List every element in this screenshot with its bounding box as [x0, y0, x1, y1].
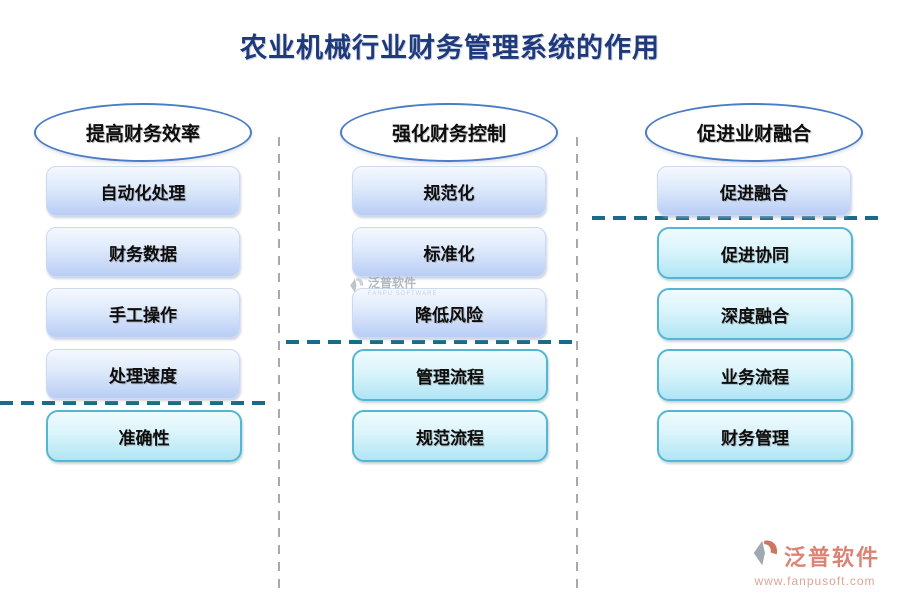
item-label: 降低风险	[415, 305, 483, 325]
column-header-ellipse: 提高财务效率	[34, 103, 252, 162]
column-separator-line-2	[576, 137, 578, 592]
item-label: 标准化	[423, 244, 475, 264]
footer-url-text: www.fanpusoft.com	[754, 574, 876, 588]
item-box: 自动化处理	[46, 166, 240, 216]
item-label: 业务流程	[721, 367, 789, 387]
item-label: 深度融合	[721, 306, 789, 326]
item-label: 准确性	[118, 428, 170, 448]
item-label: 规范化	[423, 183, 475, 203]
column-promote-business-finance-integration: 促进业财融合 促进融合 促进协同 深度融合 业务流程 财务管理	[645, 100, 865, 470]
item-label: 财务数据	[109, 244, 177, 264]
horizontal-dashed-divider-col3	[592, 216, 878, 220]
item-box: 降低风险	[352, 288, 546, 338]
column-header-label: 强化财务控制	[391, 124, 506, 145]
footer-brand-text: 泛普软件	[783, 544, 880, 570]
item-box: 深度融合	[657, 288, 853, 340]
column-header-label: 促进业财融合	[696, 124, 811, 145]
item-label: 处理速度	[109, 366, 177, 386]
item-box: 促进协同	[657, 227, 853, 279]
item-box: 标准化	[352, 227, 546, 277]
item-box: 规范化	[352, 166, 546, 216]
column-strengthen-financial-control: 强化财务控制 规范化 标准化 降低风险 管理流程 规范流程	[340, 100, 560, 470]
watermark-subtitle-text: FANPU SOFTWARE	[368, 291, 438, 297]
fanpu-logo-icon	[348, 277, 365, 299]
item-label: 手工操作	[109, 305, 177, 325]
item-box: 处理速度	[46, 349, 240, 399]
column-header-ellipse: 强化财务控制	[340, 103, 558, 162]
item-box: 业务流程	[657, 349, 853, 401]
watermark-brand-text: 泛普软件	[368, 276, 417, 290]
watermark-logo: 泛普软件 FANPU SOFTWARE	[348, 277, 437, 299]
column-separator-line-1	[278, 137, 280, 592]
item-box: 手工操作	[46, 288, 240, 338]
column-improve-financial-efficiency: 提高财务效率 自动化处理 财务数据 手工操作 处理速度 准确性	[34, 100, 254, 470]
item-box: 准确性	[46, 410, 242, 462]
column-header-ellipse: 促进业财融合	[645, 103, 863, 162]
item-label: 管理流程	[416, 367, 484, 387]
item-box: 财务数据	[46, 227, 240, 277]
diagram-title: 农业机械行业财务管理系统的作用	[240, 33, 660, 63]
item-label: 促进融合	[720, 183, 788, 203]
item-label: 自动化处理	[100, 183, 186, 203]
item-box: 财务管理	[657, 410, 853, 462]
horizontal-dashed-divider-col1	[0, 401, 268, 405]
fanpu-logo-icon	[750, 538, 780, 573]
item-label: 规范流程	[416, 428, 484, 448]
footer-logo: 泛普软件 www.fanpusoft.com	[750, 538, 880, 588]
item-label: 促进协同	[721, 245, 789, 265]
item-label: 财务管理	[721, 428, 789, 448]
item-box: 促进融合	[657, 166, 851, 216]
horizontal-dashed-divider-col2	[286, 340, 576, 344]
item-box: 管理流程	[352, 349, 548, 401]
item-box: 规范流程	[352, 410, 548, 462]
column-header-label: 提高财务效率	[85, 124, 200, 145]
